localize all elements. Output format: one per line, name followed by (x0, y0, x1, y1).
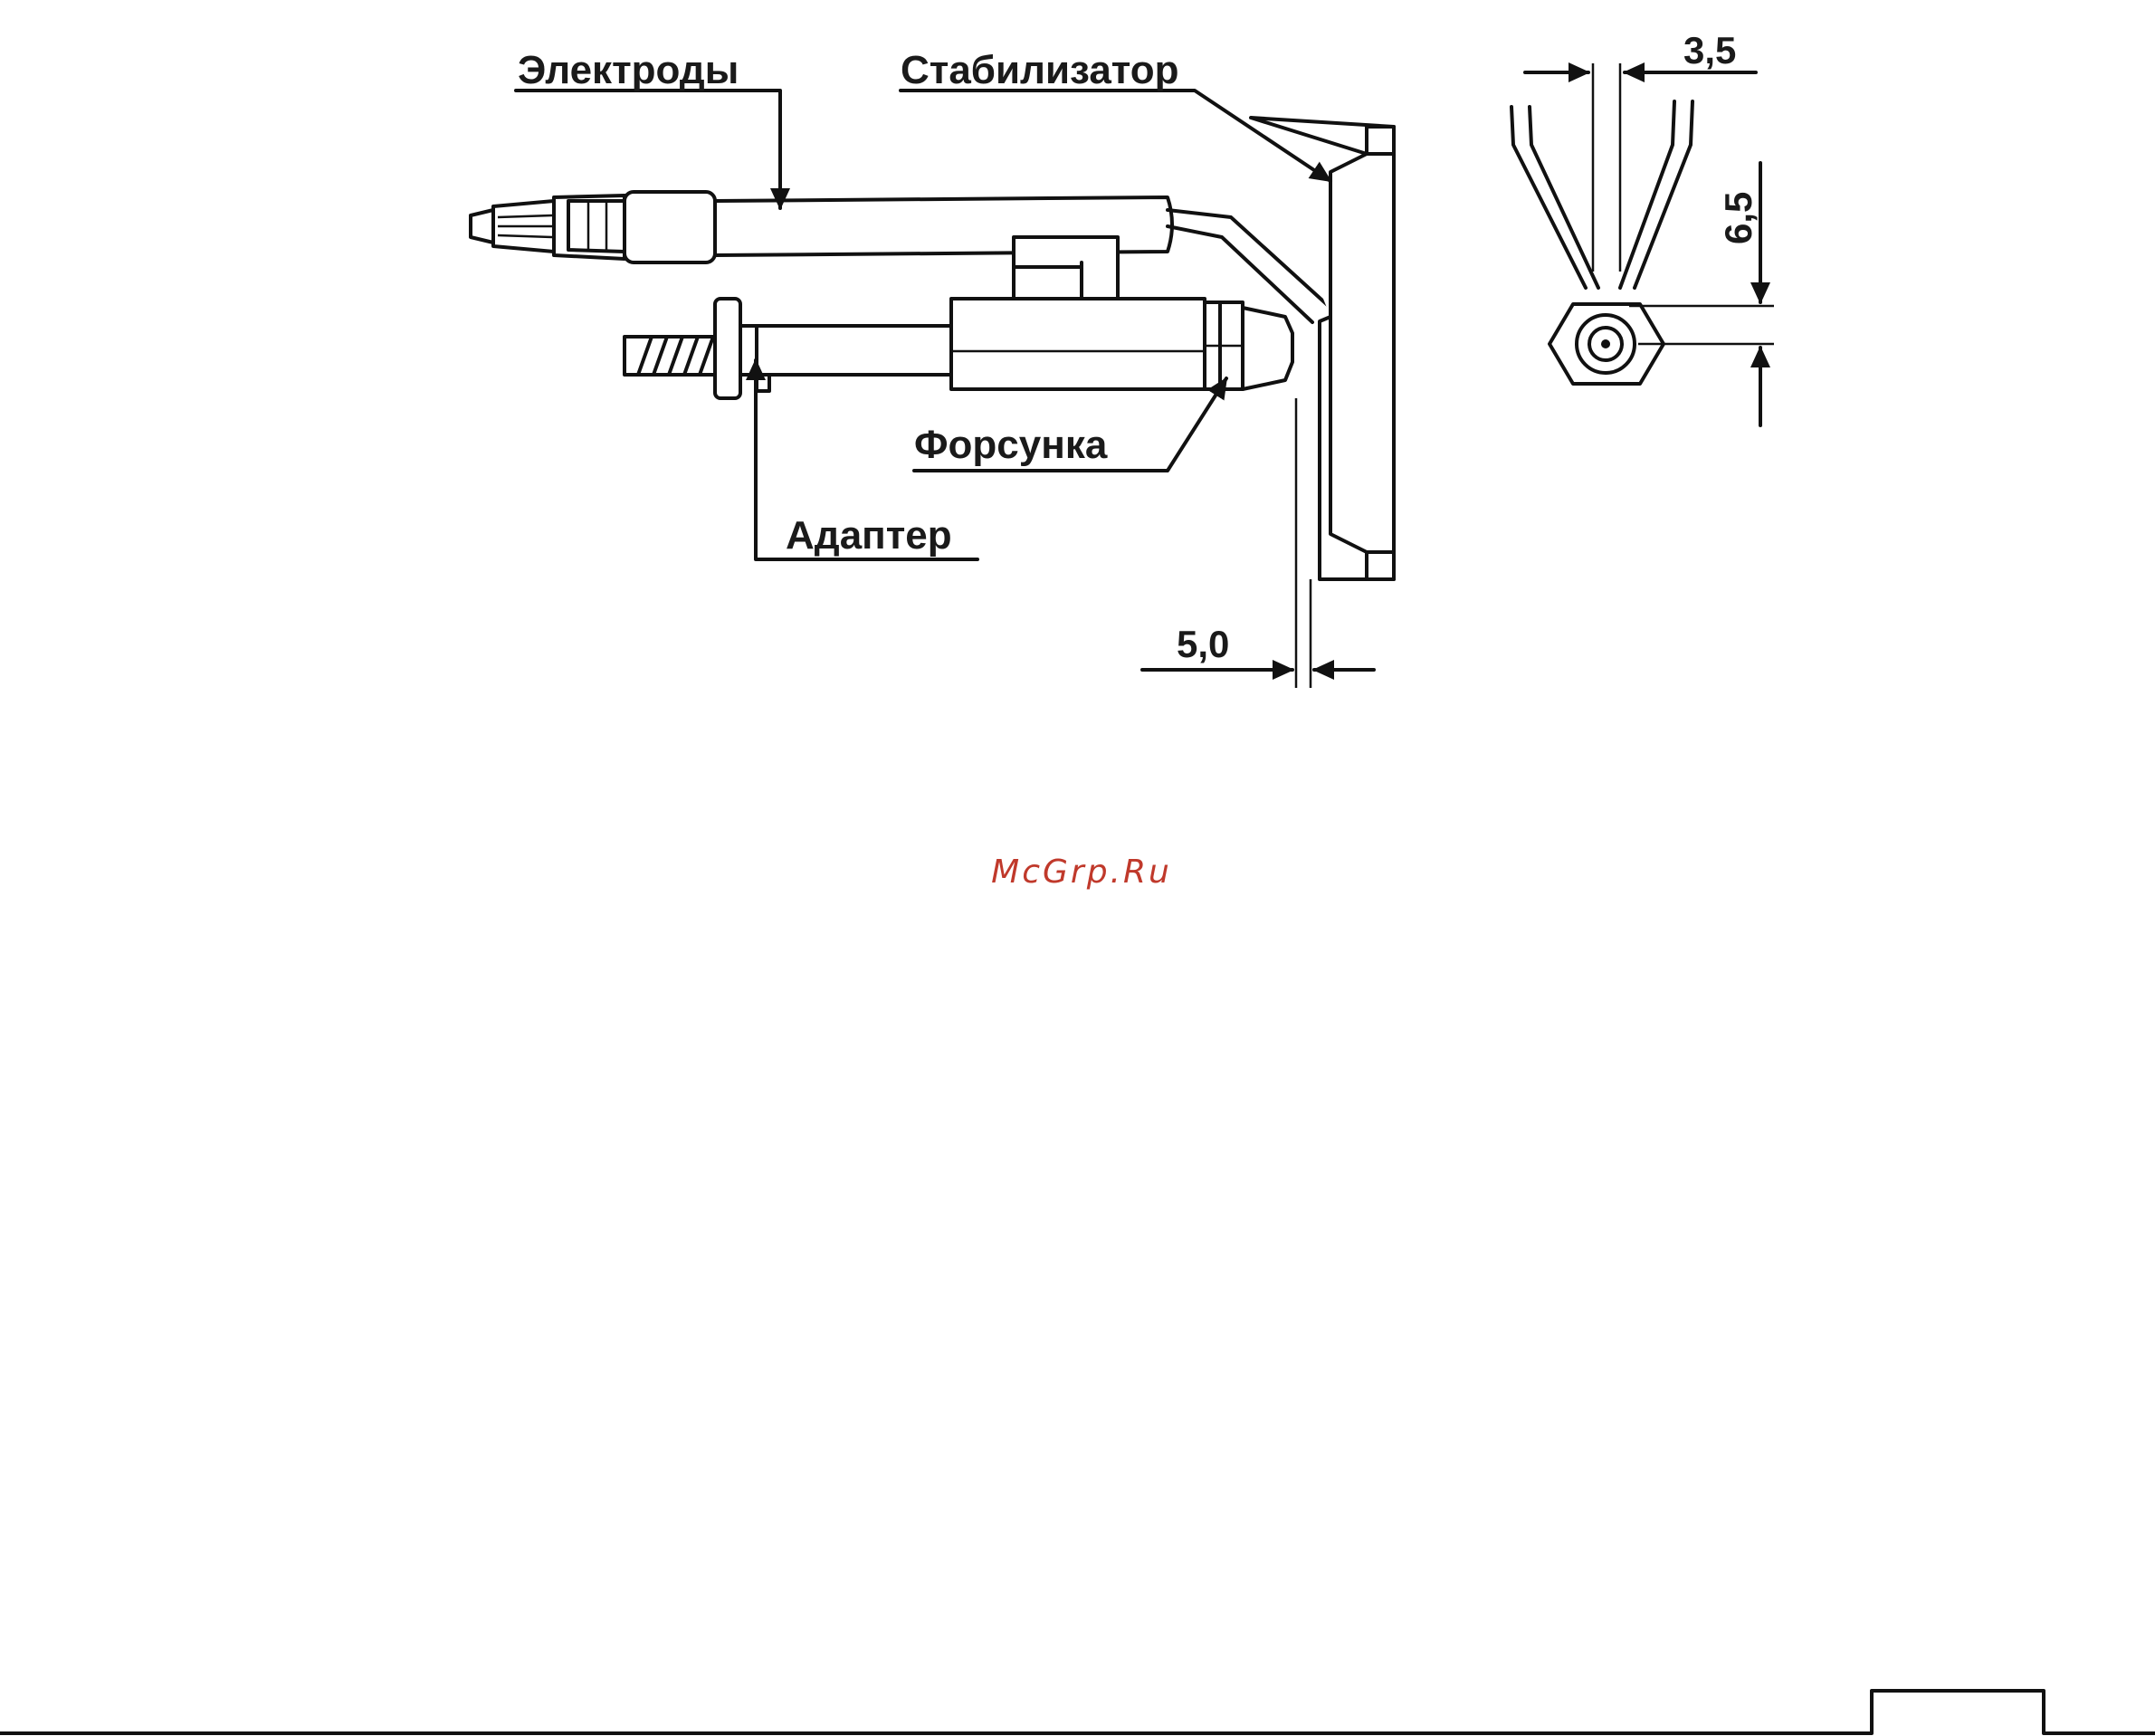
label-electrodes: Электроды (518, 48, 739, 92)
nozzle-assembly (625, 299, 1292, 398)
dimension-label-height-side: 6,5 (1717, 192, 1759, 244)
label-adapter: Адаптер (786, 513, 952, 558)
front-view: 3,5 6,5 (1511, 29, 1774, 425)
watermark-text: McGrp.Ru (991, 854, 1172, 891)
side-view: 5,0 Электроды Стабилизатор Форсунка Адап… (471, 48, 1394, 688)
dimension-label-gap-bottom: 5,0 (1177, 623, 1229, 665)
label-stabilizer: Стабилизатор (901, 48, 1179, 92)
dimension-label-gap-top: 3,5 (1683, 29, 1736, 72)
label-nozzle: Форсунка (914, 423, 1108, 467)
page-footer-border (0, 1691, 2155, 1733)
